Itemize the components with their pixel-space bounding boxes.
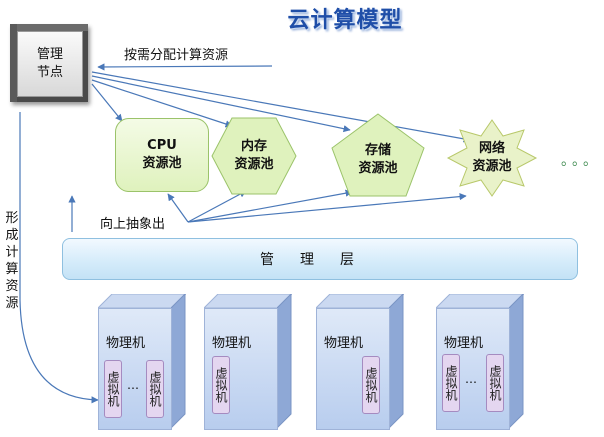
memory-pool-label-line2: 资源池 xyxy=(234,157,274,172)
node-to-cpu-arrow xyxy=(91,83,123,122)
abstract-to-network-arrow xyxy=(187,193,467,223)
physical-machine-2: 物理机 虚拟机 xyxy=(204,294,292,430)
more-pools-ellipsis: 。。。 xyxy=(561,153,601,169)
network-pool-shape xyxy=(446,119,538,197)
virtual-machine: 虚拟机 xyxy=(362,356,380,414)
storage-pool-label-line2: 资源池 xyxy=(358,161,398,176)
diagram-title: 云计算模型 xyxy=(287,8,403,33)
management-layer: 管理层 xyxy=(62,238,578,280)
network-pool-label-line1: 网络 xyxy=(478,141,505,156)
abstract-to-cpu-arrow xyxy=(167,193,189,223)
storage-pool-shape xyxy=(331,113,425,197)
physical-machine-3: 物理机 虚拟机 xyxy=(316,294,404,430)
vm-ellipsis: … xyxy=(127,378,139,392)
virtual-machine: 虚拟机 xyxy=(442,354,460,412)
cpu-pool-label-line2: 资源池 xyxy=(142,156,182,171)
network-pool: 网络 资源池 xyxy=(448,120,536,196)
form-resources-label: 形成计算资源 xyxy=(5,211,19,311)
abstract-to-memory-arrow xyxy=(187,190,247,223)
form-resources-arrow xyxy=(19,112,99,404)
physical-machine-label: 物理机 xyxy=(324,336,364,351)
memory-pool: 内存 资源池 xyxy=(212,118,296,194)
management-node: 管理 节点 xyxy=(10,24,88,102)
abstract-up-label: 向上抽象出 xyxy=(100,217,166,232)
management-node-label-line2: 节点 xyxy=(36,65,63,80)
allocate-label: 按需分配计算资源 xyxy=(124,48,229,63)
physical-machine-label: 物理机 xyxy=(444,336,484,351)
node-to-storage-arrow xyxy=(91,75,351,133)
physical-machine-4: 物理机 虚拟机 … 虚拟机 xyxy=(436,294,524,430)
memory-pool-label-line1: 内存 xyxy=(240,139,267,154)
memory-pool-shape xyxy=(211,117,297,195)
vm-ellipsis: … xyxy=(465,372,477,386)
storage-pool-label-line1: 存储 xyxy=(364,143,391,158)
virtual-machine: 虚拟机 xyxy=(486,354,504,412)
virtual-machine: 虚拟机 xyxy=(212,356,230,414)
abstract-to-storage-arrow xyxy=(187,189,353,223)
cpu-pool-label-line1: CPU xyxy=(147,138,177,153)
node-to-memory-arrow xyxy=(91,79,233,128)
physical-machine-label: 物理机 xyxy=(212,336,252,351)
management-node-label-line1: 管理 xyxy=(36,47,63,62)
node-to-network-arrow xyxy=(91,71,471,143)
physical-machine-label: 物理机 xyxy=(106,336,146,351)
network-pool-label-line2: 资源池 xyxy=(472,159,512,174)
physical-machine-1: 物理机 虚拟机 … 虚拟机 xyxy=(98,294,186,430)
virtual-machine: 虚拟机 xyxy=(146,360,164,418)
cpu-pool: CPU 资源池 xyxy=(115,118,209,192)
storage-pool: 存储 资源池 xyxy=(332,124,424,196)
virtual-machine: 虚拟机 xyxy=(104,360,122,418)
allocate-arrow xyxy=(97,63,273,71)
